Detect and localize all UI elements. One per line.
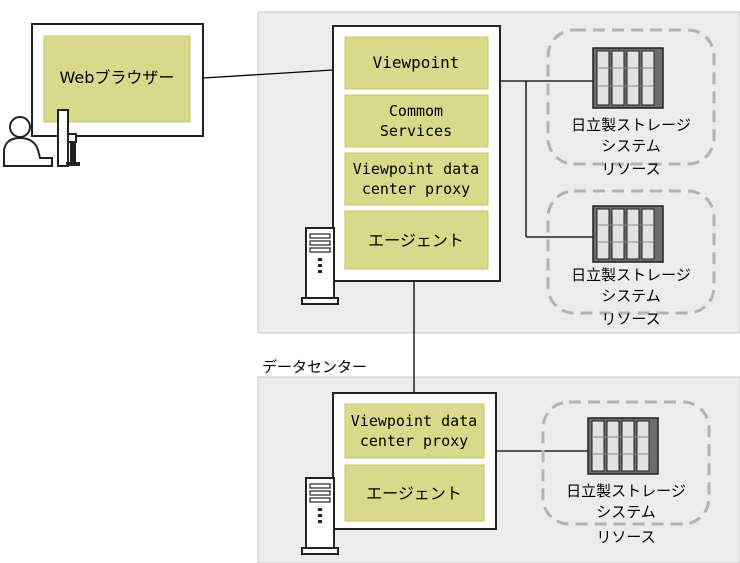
- component-viewpoint-label: Viewpoint: [373, 53, 460, 72]
- resource-caption: リソース: [601, 160, 660, 178]
- dc-component-proxy-line2: center proxy: [360, 432, 468, 450]
- server-tower-icon: [301, 477, 339, 555]
- storage-label-line1: 日立製ストレージ: [571, 116, 691, 134]
- monitor-icon: [57, 109, 80, 167]
- component-common-services: Commom Services: [344, 94, 489, 148]
- browser-component: [43, 35, 191, 123]
- connector-lines: [202, 69, 593, 452]
- dc-component-proxy: Viewpoint data center proxy: [344, 403, 485, 459]
- component-agent-label: エージェント: [368, 231, 464, 250]
- storage-array-icon: [592, 47, 664, 109]
- client-browser: Webブラウザー: [31, 23, 204, 137]
- browser-label: Webブラウザー: [60, 68, 175, 87]
- resource-group-3: 日立製ストレージ システム リソース: [541, 400, 711, 546]
- component-agent: エージェント: [344, 210, 489, 270]
- storage-array-icon: [592, 205, 664, 263]
- resource-caption: リソース: [596, 528, 655, 546]
- component-dc-proxy-line1: Viewpoint data: [353, 160, 479, 178]
- component-common-services-line2: Services: [380, 122, 452, 140]
- storage-label-line2: システム: [596, 503, 656, 521]
- storage-array-icon: [587, 417, 659, 475]
- resource-group-2: 日立製ストレージ システム リソース: [546, 189, 716, 328]
- dc-component-agent-label: エージェント: [366, 484, 462, 503]
- datacenter-label: データセンター: [262, 358, 367, 376]
- resource-group-1: 日立製ストレージ システム リソース: [546, 28, 716, 178]
- user-icon: [3, 116, 53, 167]
- dc-component-proxy-line1: Viewpoint data: [351, 412, 477, 430]
- line-browser-to-viewpoint: [202, 69, 334, 79]
- component-dc-proxy: Viewpoint data center proxy: [344, 152, 489, 206]
- component-dc-proxy-line2: center proxy: [362, 180, 470, 198]
- dc-component-agent: エージェント: [344, 464, 485, 522]
- component-viewpoint: Viewpoint: [344, 36, 489, 90]
- component-common-services-line1: Commom: [389, 102, 443, 120]
- server-tower-icon: [301, 227, 339, 305]
- storage-label-line2: システム: [601, 137, 661, 155]
- storage-label-line1: 日立製ストレージ: [571, 266, 691, 284]
- storage-label-line1: 日立製ストレージ: [566, 482, 686, 500]
- resource-caption: リソース: [601, 310, 660, 328]
- storage-label-line2: システム: [601, 287, 661, 305]
